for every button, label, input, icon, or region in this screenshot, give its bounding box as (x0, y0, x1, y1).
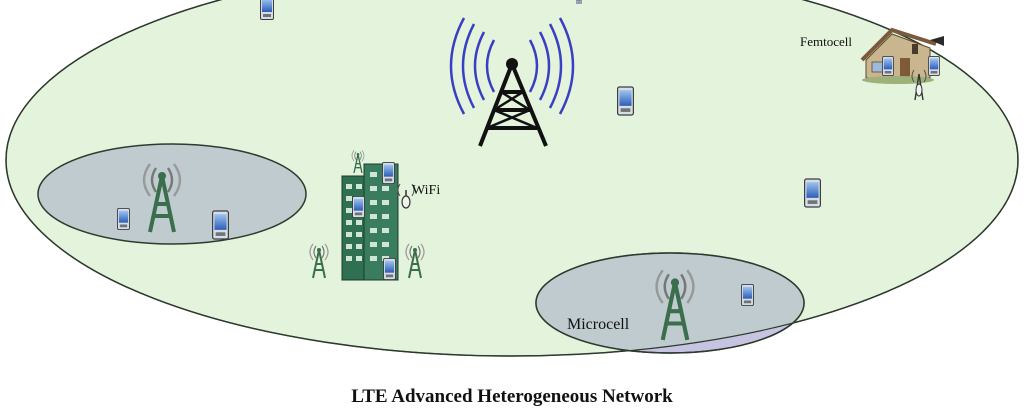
mobile-phone-icon (575, 0, 583, 4)
mobile-phone-icon (352, 196, 365, 218)
mobile-phone-icon (804, 178, 821, 208)
mobile-phone-icon (212, 210, 229, 240)
mobile-phone-icon (928, 56, 940, 76)
tower-icon (449, 17, 575, 147)
mobile-phone-icon (382, 162, 395, 184)
microcell-label: Microcell (567, 316, 630, 333)
wifi-access-point-icon (397, 183, 415, 209)
house-icon (860, 27, 944, 84)
mobile-phone-icon (741, 284, 754, 306)
mobile-phone-icon (617, 86, 634, 116)
small-cell-coverage (37, 143, 307, 245)
wifi-label: WiFi (412, 183, 441, 198)
mobile-phone-icon (117, 208, 130, 230)
mobile-phone-icon (882, 56, 894, 76)
diagram-title: LTE Advanced Heterogeneous Network (351, 386, 673, 407)
antenna-icon (911, 69, 927, 101)
mobile-phone-icon (259, 0, 275, 20)
building-icon (341, 163, 399, 281)
mobile-phone-icon (383, 258, 396, 280)
femtocell-label: Femtocell (800, 34, 852, 49)
